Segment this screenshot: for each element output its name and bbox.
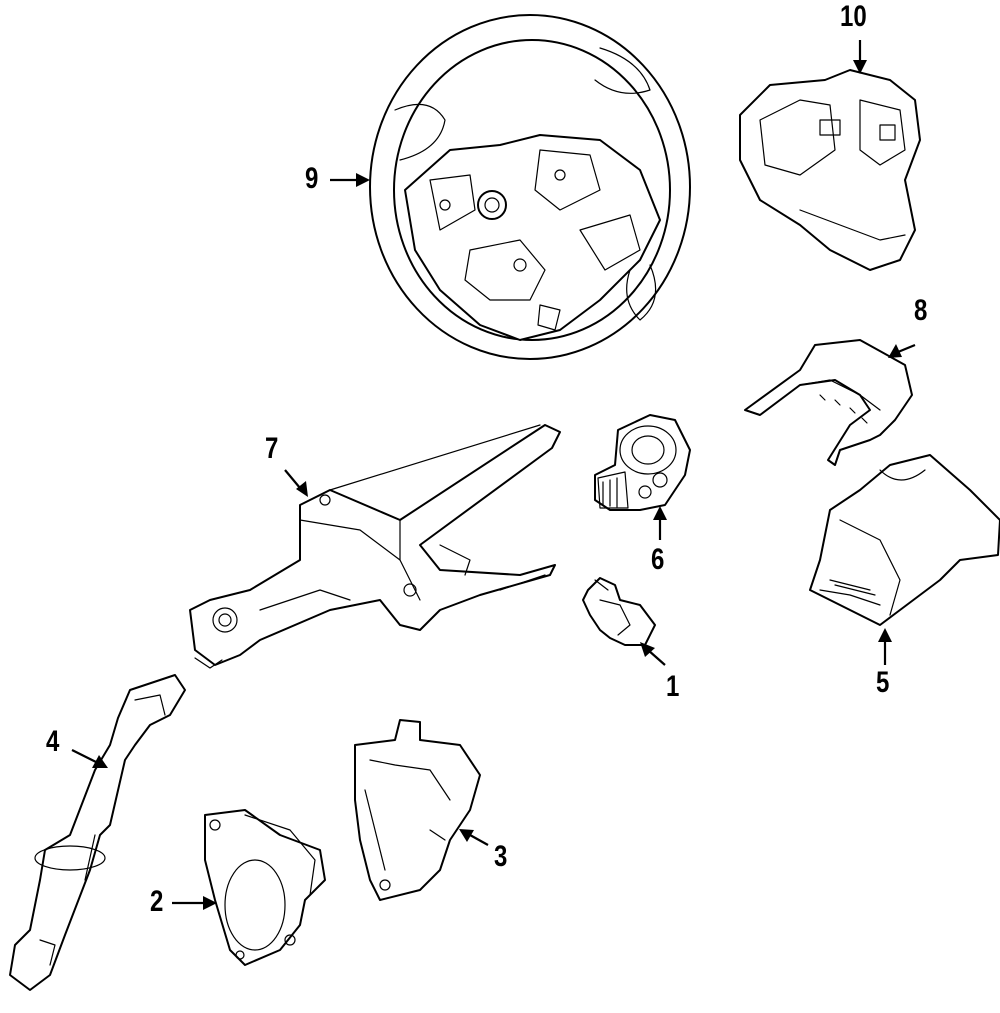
callout-1: 1	[666, 670, 680, 703]
callout-2: 2	[150, 885, 164, 918]
part-switch	[582, 577, 656, 646]
callout-3: 3	[494, 840, 508, 873]
part-spiral-cable	[594, 414, 691, 511]
leader-arrows	[71, 40, 916, 910]
part-intermediate-shaft	[9, 674, 186, 991]
callout-8: 8	[914, 294, 928, 327]
part-steering-column	[189, 424, 561, 669]
callout-9: 9	[305, 162, 319, 195]
part-upper-column-cover	[744, 339, 913, 466]
callout-10: 10	[840, 0, 867, 33]
part-column-bracket	[354, 719, 481, 901]
part-steering-switch-assembly	[739, 69, 921, 271]
part-column-boot	[204, 809, 326, 966]
callout-5: 5	[876, 666, 890, 699]
callout-4: 4	[46, 725, 60, 758]
part-steering-wheel	[369, 14, 691, 360]
callout-7: 7	[265, 432, 279, 465]
part-lower-column-cover	[809, 454, 1000, 626]
callout-6: 6	[651, 543, 665, 576]
